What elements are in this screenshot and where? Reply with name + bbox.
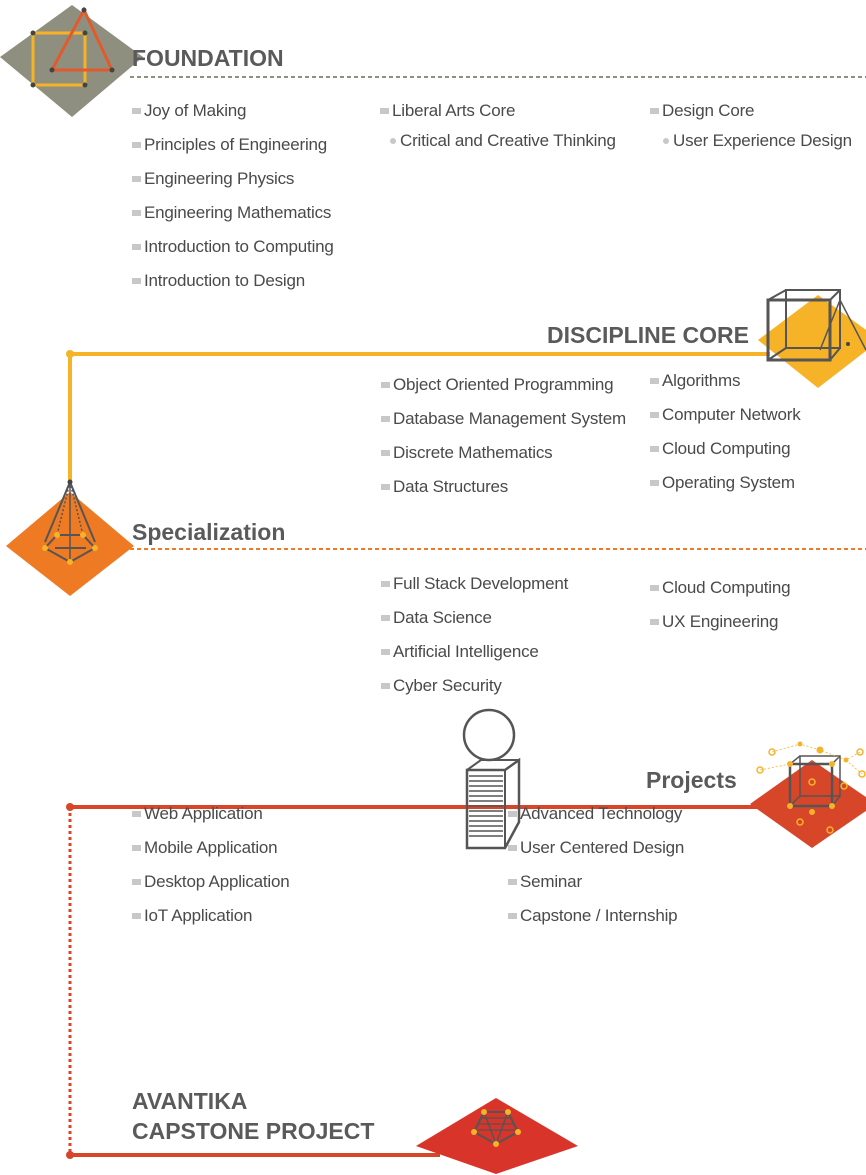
list-subitem: User Experience Design: [663, 131, 852, 151]
foundation-heading: FOUNDATION: [132, 45, 284, 71]
list-item: Artificial Intelligence: [381, 642, 539, 662]
capstone-connector: [66, 1151, 440, 1159]
list-item-title: Liberal Arts Core: [380, 101, 515, 121]
list-item: Web Application: [132, 804, 263, 824]
discipline-connector: [66, 350, 770, 482]
list-item: Cyber Security: [381, 676, 502, 696]
list-item: Algorithms: [650, 371, 741, 391]
list-item: Desktop Application: [132, 872, 290, 892]
list-item: Principles of Engineering: [132, 135, 327, 155]
list-item: Introduction to Computing: [132, 237, 334, 257]
list-item: Engineering Mathematics: [132, 203, 331, 223]
list-subitem: Critical and Creative Thinking: [390, 131, 616, 151]
capstone-heading-line2: CAPSTONE PROJECT: [132, 1118, 375, 1144]
discipline-heading: DISCIPLINE CORE: [547, 322, 749, 348]
list-item: Mobile Application: [132, 838, 278, 858]
foundation-icon: [0, 5, 143, 117]
list-item: Full Stack Development: [381, 574, 568, 594]
list-item: UX Engineering: [650, 612, 778, 632]
capstone-figure-icon: [416, 708, 578, 1174]
specialization-heading: Specialization: [132, 519, 286, 545]
list-item: Computer Network: [650, 405, 801, 425]
projects-heading: Projects: [646, 767, 737, 793]
list-item: Operating System: [650, 473, 795, 493]
projects-network-cube-icon: [750, 741, 866, 848]
list-item: Object Oriented Programming: [381, 375, 614, 395]
list-item: Joy of Making: [132, 101, 246, 121]
capstone-heading-line1: AVANTIKA: [132, 1088, 248, 1114]
discipline-cube-icon: [758, 289, 866, 388]
list-item: Advanced Technology: [508, 804, 682, 824]
list-item: Cloud Computing: [650, 439, 791, 459]
list-item: IoT Application: [132, 906, 252, 926]
list-item: Capstone / Internship: [508, 906, 678, 926]
list-item: User Centered Design: [508, 838, 684, 858]
specialization-pyramid-icon: [6, 479, 134, 596]
list-item: Introduction to Design: [132, 271, 305, 291]
projects-connector: [66, 803, 770, 1155]
list-item: Seminar: [508, 872, 582, 892]
list-item: Database Management System: [381, 409, 626, 429]
list-item: Engineering Physics: [132, 169, 294, 189]
list-item: Cloud Computing: [650, 578, 791, 598]
list-item: Discrete Mathematics: [381, 443, 553, 463]
list-item: Data Science: [381, 608, 492, 628]
list-item-title: Design Core: [650, 101, 754, 121]
list-item: Data Structures: [381, 477, 508, 497]
